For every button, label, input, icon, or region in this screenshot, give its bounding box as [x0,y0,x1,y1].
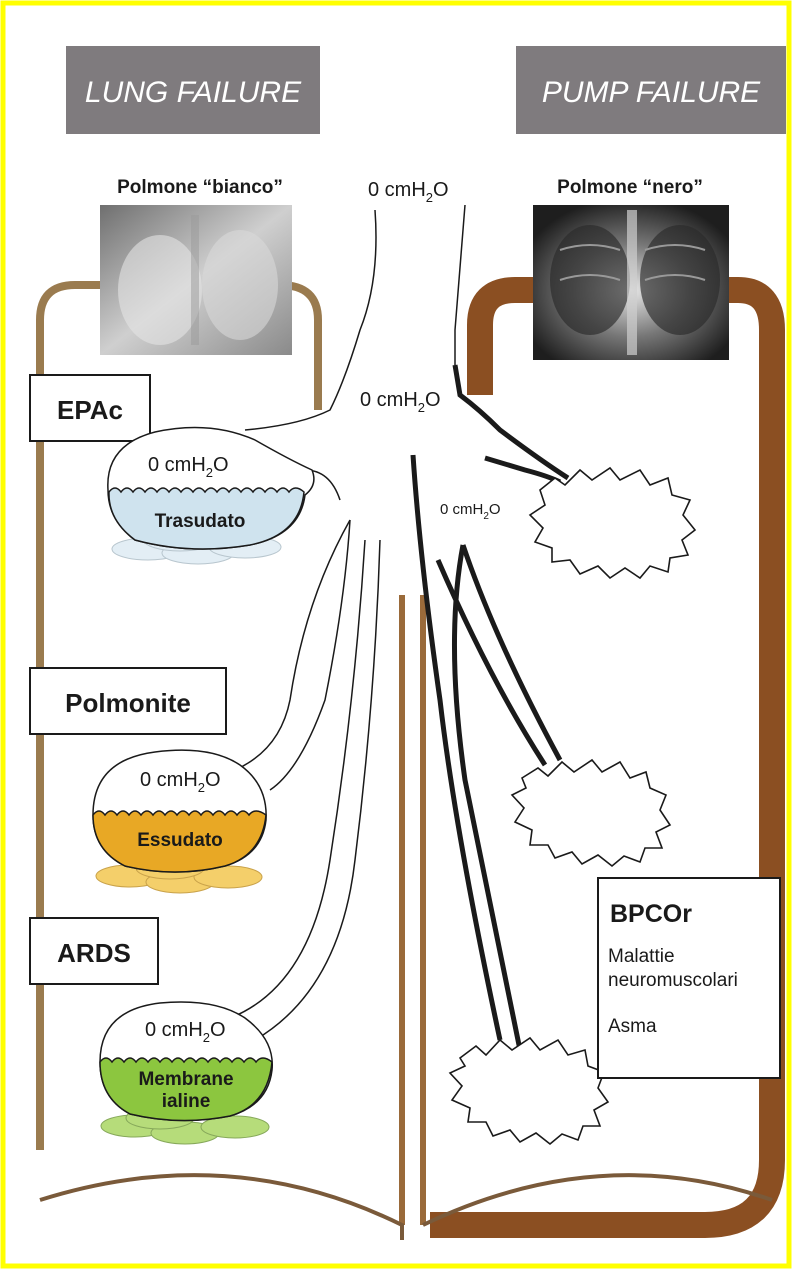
box-pump-line1: Malattie [608,946,675,967]
essudato-label: Essudato [137,830,223,851]
header-lung-failure-label: LUNG FAILURE [85,76,302,109]
alveolus-jagged-lower [450,1038,608,1144]
airway-right-branch-a [485,458,560,482]
box-epac: EPAc [30,375,150,441]
base-left-curve [40,1175,402,1240]
membrane-label-line1: Membrane [138,1069,233,1090]
header-pump-failure-label: PUMP FAILURE [542,76,761,109]
pressure-junction: 0 cmH2O [360,389,441,415]
box-bpcor-title: BPCOr [610,900,692,928]
pressure-right-branch: 0 cmH2O [440,501,501,522]
airway-to-polmonite-inner [270,520,350,790]
trachea-right-wall [455,205,465,365]
xray-black-lung-title: Polmone “nero” [557,177,703,198]
airway-right-branch-b [413,455,500,1040]
membrane-label-line2: ialine [162,1091,211,1112]
header-pump-failure: PUMP FAILURE [516,46,786,134]
xray-black-lung [533,205,729,360]
airway-right-branch-d [463,545,560,760]
xray-white-lung-title: Polmone “bianco” [117,177,283,198]
xray-white-lung [100,205,292,355]
box-polmonite: Polmonite [30,668,226,734]
box-polmonite-label: Polmonite [65,688,191,718]
box-epac-label: EPAc [57,395,123,425]
alveolus-jagged-middle [512,760,670,866]
box-ards-label: ARDS [57,938,131,968]
trasudato-label: Trasudato [155,511,246,532]
alveolus-jagged-upper [530,468,695,578]
box-pump-line3: Asma [608,1016,657,1037]
box-ards: ARDS [30,918,158,984]
box-pump-line2: neuromuscolari [608,970,738,991]
box-pump-causes: BPCOr Malattie neuromuscolari Asma [598,878,780,1078]
pressure-top: 0 cmH2O [368,179,449,205]
alveolus-trasudato: Trasudato [108,428,314,565]
header-lung-failure: LUNG FAILURE [66,46,320,134]
airway-to-ards [255,540,380,1040]
